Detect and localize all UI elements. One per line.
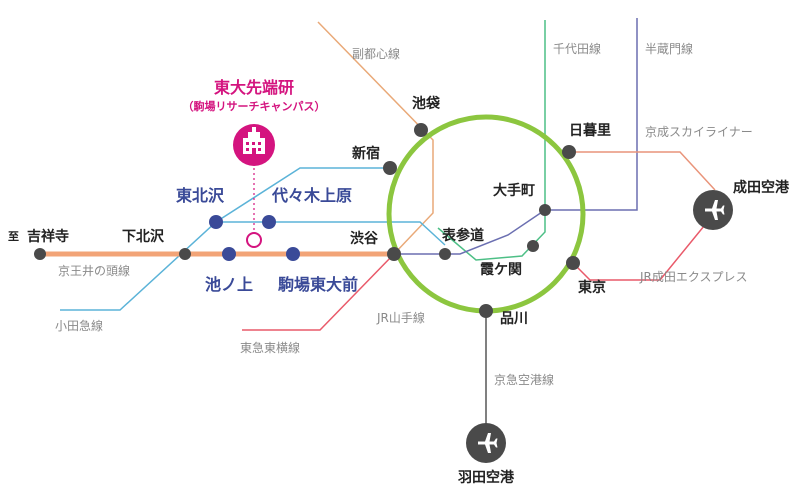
station-shinagawa[interactable] <box>479 304 493 318</box>
label-haneda: 羽田空港 <box>458 469 515 486</box>
line-paths <box>40 18 716 435</box>
airport-haneda-group[interactable] <box>466 423 506 463</box>
station-shinjuku[interactable] <box>383 161 397 175</box>
stations <box>34 123 580 318</box>
yamanote-loop <box>386 114 586 314</box>
station-yoyogiuehara[interactable] <box>262 215 276 229</box>
jr-narita-line <box>572 214 714 281</box>
label-keikyu: 京急空港線 <box>494 372 554 387</box>
campus-subname: （駒場リサーチキャンパス） <box>183 99 326 113</box>
campus-icon-group[interactable] <box>233 124 275 166</box>
toyoko-line <box>242 253 395 331</box>
building-icon-windows <box>246 142 261 154</box>
label-higashikitazawa: 東北沢 <box>176 186 225 205</box>
station-shibuya[interactable] <box>387 247 401 261</box>
label-tokyo: 東京 <box>578 279 606 296</box>
line-labels: 副都心線 千代田線 半蔵門線 京成スカイライナー 京王井の頭線 小田急線 東急東… <box>55 41 753 387</box>
station-shimokitazawa[interactable] <box>179 248 191 260</box>
label-nippori: 日暮里 <box>569 122 611 139</box>
label-yamanote: JR山手線 <box>376 310 425 325</box>
label-narita: 成田空港 <box>733 179 790 196</box>
station-otemachi[interactable] <box>539 204 551 216</box>
label-keio: 京王井の頭線 <box>58 263 130 278</box>
label-kichijoji: 吉祥寺 <box>27 228 69 245</box>
fukutoshin-line <box>317 21 434 255</box>
label-komabatodaimae: 駒場東大前 <box>278 275 358 294</box>
label-keisei: 京成スカイライナー <box>645 125 753 139</box>
station-kasumigaseki[interactable] <box>527 240 539 252</box>
label-ikenoue: 池ノ上 <box>205 275 253 294</box>
label-toyoko: 東急東横線 <box>240 340 300 355</box>
chiyoda-line <box>437 20 546 261</box>
station-omotesando[interactable] <box>439 248 451 260</box>
station-ikenoue[interactable] <box>222 247 236 261</box>
chiyoda-through-line <box>216 221 446 246</box>
station-ikebukuro[interactable] <box>414 123 428 137</box>
station-kichijoji[interactable] <box>34 248 46 260</box>
campus-marker[interactable] <box>246 232 262 248</box>
label-kasumigaseki: 霞ケ関 <box>480 261 522 278</box>
station-komabatodaimae[interactable] <box>286 247 300 261</box>
airport-labels: 成田空港 羽田空港 <box>458 179 790 486</box>
label-shinjuku: 新宿 <box>352 145 380 162</box>
label-chiyoda: 千代田線 <box>553 41 601 56</box>
label-shimokitazawa: 下北沢 <box>122 228 165 245</box>
label-fukutoshin: 副都心線 <box>352 46 400 61</box>
label-kichijoji-prefix: 至 <box>8 230 19 243</box>
label-ikebukuro: 池袋 <box>412 95 441 112</box>
campus-label: 東大先端研 （駒場リサーチキャンパス） <box>183 78 326 113</box>
label-jr-narita: JR成田エクスプレス <box>639 270 748 284</box>
station-higashikitazawa[interactable] <box>209 215 223 229</box>
keisei-skyliner-line <box>569 151 716 191</box>
label-shibuya: 渋谷 <box>350 230 379 247</box>
label-yoyogiuehara: 代々木上原 <box>271 186 352 205</box>
label-otemachi: 大手町 <box>493 182 535 199</box>
key-station-labels: 東北沢 代々木上原 池ノ上 駒場東大前 <box>176 186 358 294</box>
campus-name: 東大先端研 <box>214 78 294 97</box>
station-tokyo[interactable] <box>566 256 580 270</box>
station-nippori[interactable] <box>562 145 576 159</box>
station-labels: 池袋 新宿 日暮里 大手町 表参道 霞ケ関 渋谷 東京 品川 下北沢 至 吉祥寺 <box>8 95 611 327</box>
label-shinagawa: 品川 <box>500 311 528 327</box>
label-omotesando: 表参道 <box>441 227 484 244</box>
label-hanzomon: 半蔵門線 <box>645 41 693 56</box>
airplane-icon <box>478 433 498 453</box>
airplane-icon <box>705 200 725 220</box>
airport-narita-group[interactable] <box>693 190 733 230</box>
label-odakyu: 小田急線 <box>55 318 103 333</box>
